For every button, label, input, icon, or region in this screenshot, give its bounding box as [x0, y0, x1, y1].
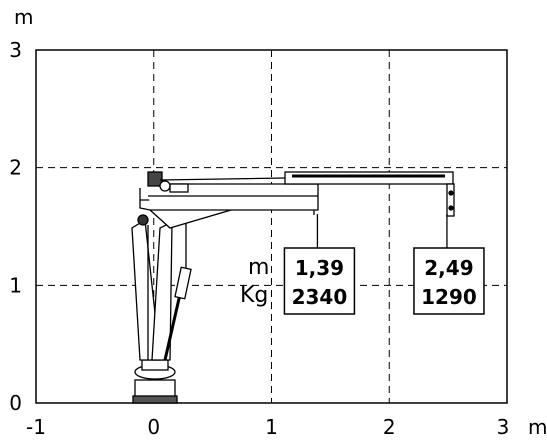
- crane-foot: [132, 395, 178, 404]
- grid-lines: [36, 50, 507, 403]
- crane-base: [134, 379, 176, 399]
- plot-frame: [35, 49, 508, 404]
- reach-value: 2,49: [424, 256, 473, 280]
- crane-turret-plate: [141, 359, 169, 371]
- x-tick-label: 1: [265, 415, 278, 439]
- boom-head-pin: [159, 180, 171, 192]
- y-tick-label: 3: [9, 38, 22, 62]
- extension-boom: [284, 171, 454, 185]
- load-row-label: Kg: [240, 283, 268, 308]
- hook-2: [446, 183, 455, 217]
- x-tick-labels: -1 0 1 2 3: [26, 415, 509, 439]
- boom-head-bracket: [169, 183, 189, 193]
- y-tick-labels: 0 1 2 3: [9, 38, 22, 415]
- load-value: 1290: [421, 285, 477, 309]
- boom-head: [147, 171, 163, 187]
- x-tick-label: -1: [26, 415, 46, 439]
- reach-row-label: m: [248, 255, 269, 280]
- y-tick-label: 0: [9, 391, 22, 415]
- y-tick-label: 1: [9, 273, 22, 297]
- hook-2-pin-b: [448, 205, 454, 211]
- load-value-box: [413, 247, 485, 315]
- load-value: 2340: [292, 285, 348, 309]
- x-tick-label: 0: [147, 415, 160, 439]
- x-tick-label: 3: [497, 415, 510, 439]
- load-point-1: 1,39 2340: [283, 214, 356, 315]
- main-boom-upper: [148, 183, 319, 211]
- boom-top-line: [159, 177, 286, 181]
- y-axis-unit: m: [14, 5, 33, 29]
- load-point-2: 2,49 1290: [413, 214, 485, 315]
- load-points: 1,39 2340 2,49 1290: [283, 214, 485, 315]
- y-tick-label: 2: [9, 156, 22, 180]
- lift-cylinder-body: [174, 266, 192, 300]
- x-axis-unit: m: [528, 415, 547, 439]
- crane-illustration: [131, 171, 455, 404]
- x-tick-label: 2: [383, 415, 396, 439]
- hook-2-pin-a: [448, 190, 454, 196]
- reach-value: 1,39: [295, 256, 344, 280]
- load-value-box: [283, 247, 356, 315]
- column-pivot: [137, 214, 149, 226]
